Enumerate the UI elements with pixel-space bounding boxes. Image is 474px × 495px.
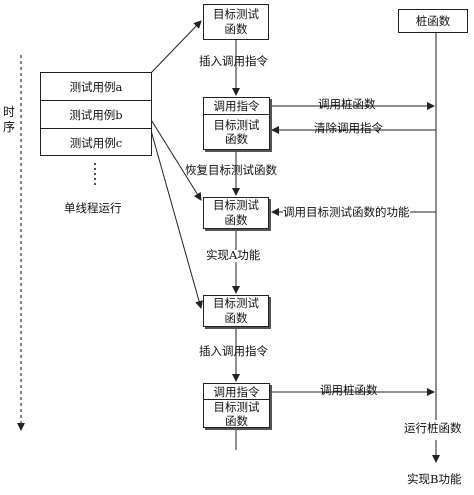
arrow-testcase-to-target1: [149, 20, 202, 75]
call-instruction-box-2-top: 调用指令: [204, 384, 269, 400]
target-function-box-1-line2: 函数: [224, 22, 248, 36]
target-function-box-3-line2: 函数: [224, 311, 248, 325]
call-instruction-box-1-line2: 函数: [225, 132, 248, 146]
target-function-box-2-line1: 目标测试: [213, 198, 259, 212]
arrow-label-call-stub-2: 调用桩函数: [320, 383, 378, 397]
arrow-label-call-stub-1: 调用桩函数: [318, 97, 376, 111]
stub-step-implement-b: 实现B功能: [407, 472, 462, 486]
target-function-box-3: 目标测试 函数: [203, 295, 269, 327]
call-instruction-box-1-top: 调用指令: [204, 98, 269, 115]
test-case-a: 测试用例a: [41, 73, 151, 101]
time-axis-char-2: 序: [2, 120, 15, 134]
step-restore-target: 恢复目标测试函数: [185, 163, 277, 177]
time-axis-label: 时 序: [2, 105, 16, 135]
stub-step-run: 运行桩函数: [404, 421, 462, 435]
step-insert-call-1: 插入调用指令: [199, 54, 268, 68]
call-instruction-box-2: 调用指令 目标测试 函数: [203, 383, 270, 428]
arrow-label-clear-call: 清除调用指令: [314, 121, 383, 135]
stub-function-header: 桩函数: [398, 9, 468, 33]
arrow-label-call-target-func: 调用目标测试函数的功能: [283, 205, 410, 219]
single-thread-label: 单线程运行: [64, 201, 122, 215]
target-function-box-1-line1: 目标测试: [213, 7, 259, 21]
step-implement-a: 实现A功能: [206, 248, 261, 262]
target-function-box-2: 目标测试 函数: [203, 197, 269, 229]
call-instruction-box-1: 调用指令 目标测试 函数: [203, 97, 270, 150]
test-case-b: 测试用例b: [41, 101, 151, 129]
arrow-testcase-to-target3: [149, 126, 203, 309]
arrow-testcase-to-target2: [149, 117, 202, 201]
call-instruction-box-2-body: 目标测试 函数: [204, 400, 269, 428]
target-function-box-3-line1: 目标测试: [213, 296, 259, 310]
time-axis-char-1: 时: [2, 105, 15, 119]
target-function-box-2-line2: 函数: [224, 213, 248, 227]
call-instruction-box-2-line1: 目标测试: [213, 400, 260, 414]
target-function-box-1: 目标测试 函数: [203, 4, 269, 40]
step-insert-call-2: 插入调用指令: [199, 344, 268, 358]
call-instruction-box-1-line1: 目标测试: [213, 118, 260, 132]
call-instruction-box-2-line2: 函数: [225, 414, 248, 428]
call-instruction-box-1-body: 目标测试 函数: [204, 115, 269, 149]
test-case-c: 测试用例c: [69, 135, 123, 150]
test-case-stack: 测试用例a 测试用例b 测试用例c: [40, 72, 152, 156]
